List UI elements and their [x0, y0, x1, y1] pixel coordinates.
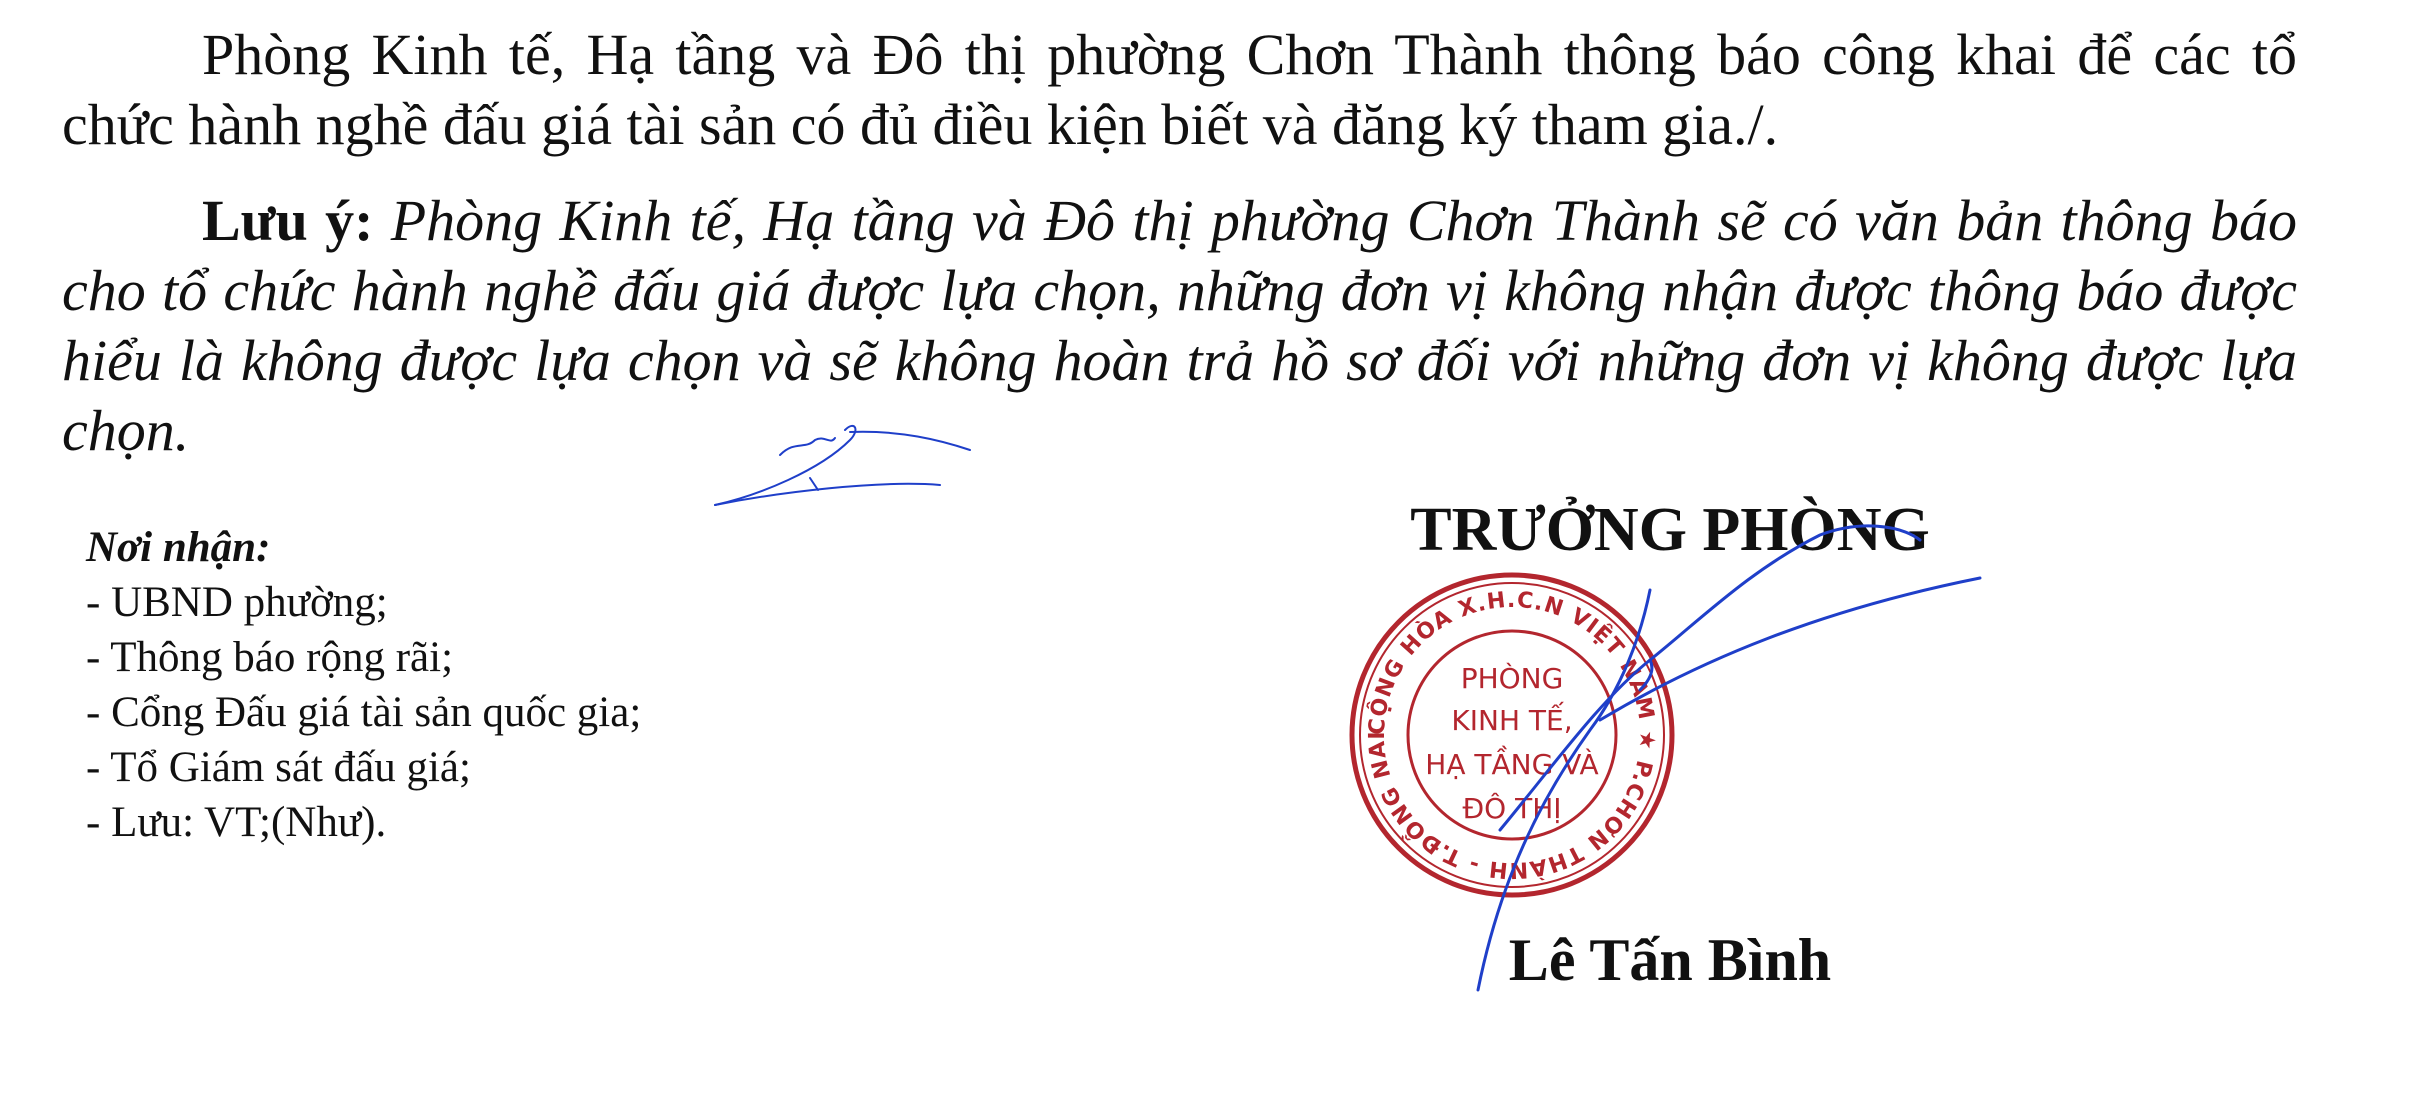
signer-name: Lê Tấn Bình — [1508, 927, 1832, 993]
seal-center-line: ĐÔ THỊ — [1462, 791, 1561, 825]
official-seal-icon: CỘNG HÒA X.H.C.N VIỆT NAM ★ P.CHƠN THÀNH… — [1337, 551, 1675, 898]
body-paragraph-note: Lưu ý: Phòng Kinh tế, Hạ tầng và Đô thị … — [62, 186, 2297, 466]
seal-center-line: KINH TẾ, — [1451, 700, 1572, 737]
recipient-item: - Cổng Đấu giá tài sản quốc gia; — [86, 689, 642, 736]
note-label: Lưu ý: — [202, 188, 374, 253]
recipient-item: - UBND phường; — [86, 579, 388, 626]
recipients-title: Nơi nhận: — [86, 524, 271, 571]
recipients-block: Nơi nhận: - UBND phường; - Thông báo rộn… — [86, 520, 986, 850]
paragraph-text: Phòng Kinh tế, Hạ tầng và Đô thị phường … — [62, 22, 2297, 157]
note-text: Phòng Kinh tế, Hạ tầng và Đô thị phường … — [62, 188, 2298, 463]
recipient-item: - Tổ Giám sát đấu giá; — [86, 744, 471, 791]
signature-title: TRƯỞNG PHÒNG — [1410, 496, 1930, 564]
body-paragraph-announcement: Phòng Kinh tế, Hạ tầng và Đô thị phường … — [62, 20, 2297, 160]
signature-block: TRƯỞNG PHÒNG CỘNG HÒA X.H.C.N VIỆT NAM ★… — [1270, 480, 2070, 1040]
recipient-item: - Lưu: VT;(Như). — [86, 799, 387, 846]
seal-center-line: PHÒNG — [1461, 661, 1564, 695]
seal-center-line: HẠ TẦNG VÀ — [1425, 744, 1598, 781]
recipient-item: - Thông báo rộng rãi; — [86, 634, 454, 681]
